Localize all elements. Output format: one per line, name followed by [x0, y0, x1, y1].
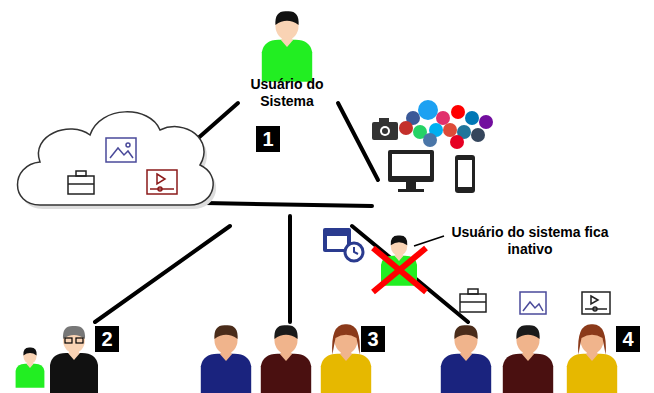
social-icon [479, 115, 493, 129]
social-icon [450, 135, 464, 149]
callout-number: 1 [256, 126, 280, 152]
people [16, 11, 618, 393]
social-icon [423, 133, 437, 147]
person-figure [441, 325, 491, 393]
inactive-note: Usuário do sistema fica inativo [443, 224, 618, 258]
person-figure [567, 324, 617, 393]
person-figure [261, 325, 311, 393]
cloud [18, 112, 217, 209]
social-icon [471, 128, 485, 142]
person-figure [50, 326, 98, 393]
group-icons [460, 289, 610, 314]
person-figure [262, 11, 312, 81]
person-figure [201, 325, 251, 393]
person-figure [16, 348, 45, 388]
callout-number: 3 [361, 326, 385, 352]
social-icon [418, 100, 438, 120]
person-figure [503, 325, 553, 393]
callout-number: 4 [616, 326, 640, 352]
social-icon [436, 111, 450, 125]
social-icon [399, 121, 413, 135]
inactive-cross [373, 248, 426, 292]
user-label: Usuário do Sistema [232, 76, 342, 110]
calendar-icon [323, 228, 363, 261]
leader-line [414, 236, 444, 246]
social-icon [465, 111, 479, 125]
callout-text: 1 [262, 129, 273, 149]
social-icon [451, 105, 465, 119]
callout-text: 2 [101, 329, 112, 349]
callout-text: 4 [622, 329, 633, 349]
devices [372, 118, 475, 193]
callout-text: 3 [367, 329, 378, 349]
callout-number: 2 [95, 326, 119, 352]
social-icons [399, 100, 493, 149]
social-icon [443, 123, 457, 137]
